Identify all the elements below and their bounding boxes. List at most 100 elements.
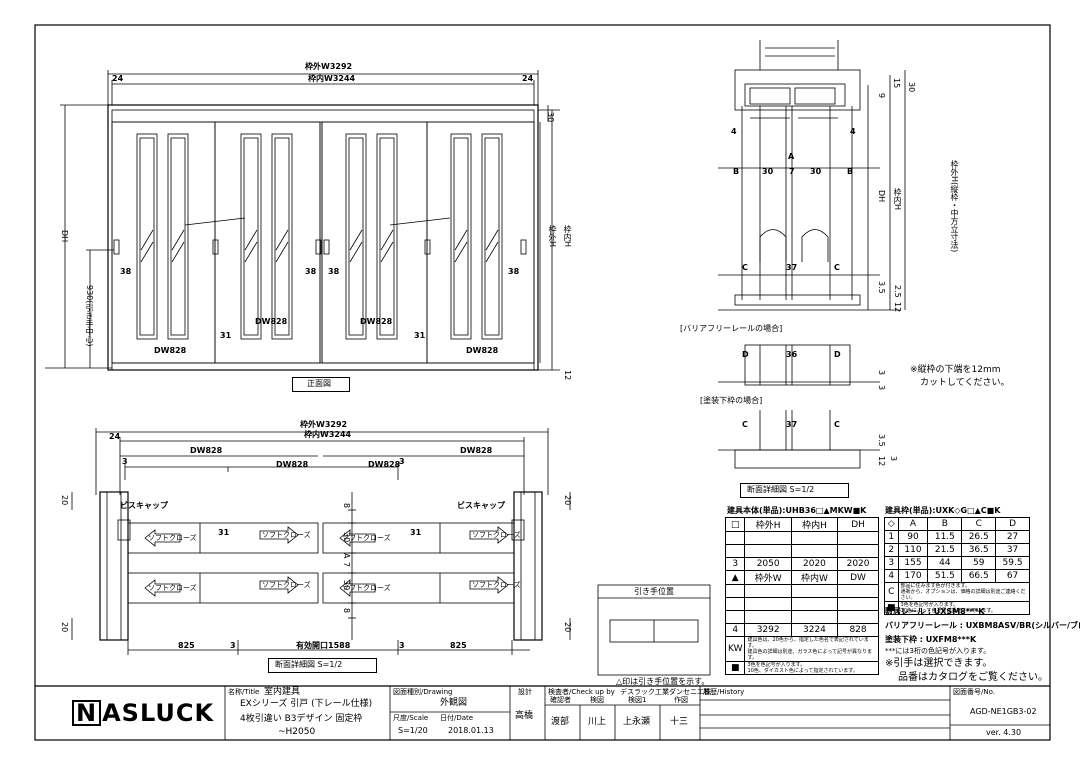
plan-dw-4: DW828	[460, 446, 493, 455]
painted-label: [塗装下枠の場合]	[700, 396, 763, 405]
drawing-label: 図面種別/Drawing	[393, 688, 453, 696]
sf-r2-3: 59	[961, 556, 997, 570]
sf-sq-note1: 3色を色記号が入ります。	[900, 602, 959, 608]
sb-h2-2: 枠内W	[790, 570, 839, 585]
sf-r0-3: 26.5	[961, 530, 997, 544]
sec-b-left: B	[733, 167, 740, 176]
sb-r3-2: 2020	[790, 557, 839, 571]
soft-close-6: ソフトクローズ	[342, 584, 391, 592]
sf-r2-2: 44	[927, 556, 963, 570]
name-line2: EXシリーズ 引戸 (下レール仕様)	[240, 699, 373, 709]
plan-inner-width: 枠内W3244	[304, 430, 352, 439]
sf-h4: D	[995, 517, 1030, 531]
sf-r1-2: 21.5	[927, 543, 963, 557]
vertical-section-view	[718, 40, 906, 469]
name-line1: 室内建具	[264, 687, 301, 697]
sb-r3-1: 2050	[744, 557, 792, 571]
front-outer-h: 枠外H	[548, 225, 557, 248]
sec-dim-4a: 4	[731, 127, 737, 136]
front-edge-left: 24	[112, 74, 124, 83]
sec-dim-7: 7	[789, 167, 795, 176]
sf-r1-0: 2	[884, 543, 899, 557]
name-label: 名称/Title	[228, 688, 260, 696]
sf-r2-4: 59.5	[995, 556, 1030, 570]
sec-dim-12b: 12	[877, 456, 886, 467]
plan-outer-width: 枠外W3292	[300, 420, 348, 429]
rail-line: 敷居レール : UXSM8***K	[885, 607, 985, 616]
sec-c-right: C	[834, 263, 840, 272]
sb-r3-3: 2020	[837, 557, 879, 571]
plan-opening: 有効開口1588	[296, 641, 351, 650]
front-edge-right: 24	[522, 74, 534, 83]
front-inner-h: 枠内H	[563, 225, 572, 248]
sb-h2-0: ▲	[724, 570, 746, 585]
sf-r1-3: 36.5	[961, 543, 997, 557]
front-dim-38d: 38	[508, 267, 520, 276]
sf-r2-1: 155	[897, 556, 929, 570]
sf-r1-4: 37	[995, 543, 1030, 557]
sb-h3: DH	[837, 517, 879, 532]
sec-d-right: D	[834, 350, 841, 359]
plan-v-8b: 8	[342, 608, 351, 614]
barrier-free-label: [バリアフリーレールの場合]	[680, 324, 783, 333]
logo-initial: N	[72, 700, 102, 726]
plan-dim-825a: 825	[178, 641, 195, 650]
sec-dim-36: 36	[786, 350, 798, 359]
sec-c2-right: C	[834, 420, 840, 429]
soft-close-5: ソフトクローズ	[342, 534, 391, 542]
sec-dim-37b: 37	[786, 420, 798, 429]
front-caption-box: 正面図	[292, 377, 350, 392]
sb-h2-1: 枠外W	[744, 570, 792, 585]
name-line4: ~H2050	[278, 727, 316, 737]
sec-note-line2: カットしてください。	[920, 378, 1010, 388]
front-dim-31b: 31	[414, 331, 426, 340]
sf-h3: C	[961, 517, 997, 531]
sf-r0-4: 27	[995, 530, 1030, 544]
sf-h1: A	[897, 517, 929, 531]
front-view	[45, 70, 560, 371]
soft-close-4: ソフトクローズ	[262, 581, 311, 589]
sf-r3-1: 170	[897, 569, 929, 583]
sign2-value: 川上	[588, 717, 607, 727]
spec-body-title: 建具本体(単品):UHB36□▲MKW■K	[727, 506, 867, 515]
sb-h2-3: DW	[837, 570, 879, 585]
soft-close-3: ソフトクローズ	[262, 531, 311, 539]
plan-v-8a: 8	[342, 503, 351, 509]
front-dim-38a: 38	[120, 267, 132, 276]
sign4-value: 十三	[670, 717, 689, 727]
history-label: 履歴/History	[703, 688, 745, 696]
drawing-value: 外観図	[440, 698, 468, 708]
title-block-lines	[35, 685, 1050, 740]
sec-dim-3c: 3	[877, 385, 886, 391]
sb-kw-note2: 建具色の詳細は別途、ガラス色によって記号が異なります。	[747, 649, 872, 661]
front-dim-38b: 38	[305, 267, 317, 276]
sec-c2-left: C	[742, 420, 748, 429]
sb-h0: □	[724, 517, 746, 532]
screw-cap-left: ビスキャップ	[120, 501, 168, 510]
date-label: 日付/Date	[440, 714, 474, 722]
sec-dim-3d: 3	[889, 456, 898, 462]
sb-r4-1: 3292	[744, 623, 792, 637]
handle-box-title: 引き手位置	[634, 587, 674, 596]
asterisk-line: ***には3桁の色記号が入ります。	[885, 647, 991, 655]
soft-close-8: ソフトクローズ	[472, 581, 521, 589]
soft-close-7: ソフトクローズ	[472, 531, 521, 539]
front-dim-930: 930(引き手中心)	[85, 285, 94, 347]
sign3-label: 検図1	[628, 696, 647, 704]
version: ver. 4.30	[986, 728, 1022, 737]
sec-dim-37: 37	[786, 263, 798, 272]
sf-c-note2: 通販から、オプションは、価格の詳細は別途ご連絡ください。	[900, 589, 1026, 601]
front-dim-38c: 38	[328, 267, 340, 276]
plan-edge-24: 24	[109, 432, 121, 441]
plan-dim-20b: 20	[60, 622, 69, 633]
plan-dim-31b: 31	[410, 528, 422, 537]
front-dim-30: 30	[546, 112, 555, 123]
sec-dim-4b: 4	[850, 127, 856, 136]
sb-h1: 枠外H	[744, 517, 792, 532]
handle-position-box	[597, 584, 711, 676]
sec-dim-3b: 3	[877, 370, 886, 376]
plan-dim-31a: 31	[218, 528, 230, 537]
front-outer-width: 枠外W3292	[305, 62, 353, 71]
